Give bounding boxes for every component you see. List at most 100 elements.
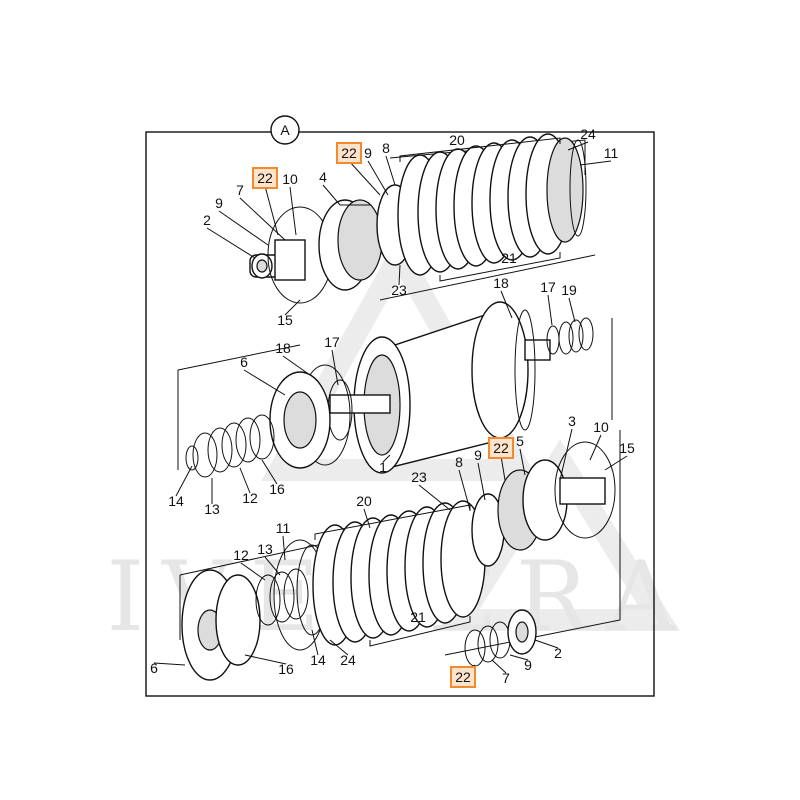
leader-line: [534, 639, 559, 649]
callout-label: 14: [310, 652, 326, 668]
leader-line: [243, 369, 286, 396]
leader-line: [589, 434, 602, 461]
callout-label-highlighted: 22: [455, 669, 471, 685]
callout-label: 7: [502, 670, 510, 686]
leader-line: [491, 659, 507, 674]
callout-label: 21: [501, 250, 517, 266]
leader-line: [240, 562, 266, 581]
callout-label: 8: [382, 140, 390, 156]
callout-highlight-box: [336, 142, 362, 164]
leader-line: [500, 290, 513, 319]
leader-line: [458, 469, 471, 511]
leader-line: [282, 355, 311, 376]
leader-line: [567, 141, 589, 151]
callout-label: 3: [568, 413, 576, 429]
leader-line: [218, 210, 269, 246]
leader-line: [175, 465, 193, 497]
leader-line: [239, 197, 286, 241]
callout-label: 24: [340, 652, 356, 668]
callout-label: 1: [379, 459, 387, 475]
callout-label: 7: [236, 182, 244, 198]
leader-line: [282, 535, 286, 561]
callout-label: 9: [215, 195, 223, 211]
callout-highlight-box: [488, 437, 514, 459]
leader-line: [418, 484, 451, 511]
leader-line: [382, 454, 391, 463]
callout-label: 20: [449, 132, 465, 148]
callout-label: 9: [524, 657, 532, 673]
bottom-assembly: [179, 430, 621, 681]
callout-label: 11: [276, 520, 291, 536]
leader-line: [153, 662, 186, 666]
leader-line: [329, 639, 349, 656]
callout-label-highlighted: 22: [257, 170, 273, 186]
callout-label: 2: [554, 645, 562, 661]
leader-line: [261, 459, 278, 485]
top-assembly: [249, 133, 596, 304]
callout-label-highlighted: 22: [493, 440, 509, 456]
callout-label: 15: [277, 312, 293, 328]
leader-line: [322, 184, 341, 206]
callout-label: 21: [410, 609, 426, 625]
section-marker-label: A: [280, 122, 290, 138]
leader-line: [206, 227, 256, 259]
leader-line: [519, 448, 526, 476]
leader-line: [264, 556, 281, 576]
callout-label: 23: [391, 282, 407, 298]
callout-label: 10: [593, 419, 609, 435]
callout-label: 11: [604, 145, 619, 161]
callout-label: 10: [282, 171, 298, 187]
callout-label: 20: [356, 493, 372, 509]
leader-line: [547, 294, 553, 326]
callout-label-highlighted: 22: [341, 145, 357, 161]
leader-line: [398, 264, 401, 286]
leader-line: [239, 467, 251, 494]
callout-label: 14: [168, 493, 184, 509]
callout-label: 13: [204, 501, 220, 517]
callout-label: 2: [203, 212, 211, 228]
callout-label: 5: [516, 433, 524, 449]
callout-label: 18: [275, 340, 291, 356]
leader-line: [289, 186, 297, 236]
callout-label: 18: [493, 275, 509, 291]
callout-label: 6: [240, 354, 248, 370]
callout-label: 17: [324, 334, 340, 350]
leader-line: [367, 160, 389, 196]
leader-line: [331, 349, 339, 386]
callout-label: 9: [474, 447, 482, 463]
callout-label: 23: [411, 469, 427, 485]
callout-label: 12: [242, 490, 258, 506]
callout-label: 13: [257, 541, 273, 557]
middle-assembly: [177, 301, 613, 478]
leader-line: [284, 299, 301, 316]
leader-line: [604, 455, 628, 471]
leader-line: [264, 185, 279, 236]
leader-line: [509, 654, 529, 661]
callout-label: 4: [319, 169, 327, 185]
callout-label: 6: [150, 660, 158, 676]
diagram-frame: [145, 131, 655, 697]
callout-label: 17: [540, 279, 556, 295]
callout-label: 24: [580, 126, 596, 142]
leader-line: [568, 297, 576, 323]
leader-line: [477, 462, 486, 501]
leader-line: [500, 455, 506, 481]
callout-highlight-box: [252, 167, 278, 189]
top-disc-pack: [397, 133, 584, 276]
callout-label: 12: [233, 547, 249, 563]
callout-label: 8: [455, 454, 463, 470]
callout-label: 15: [619, 440, 635, 456]
leader-line: [385, 155, 396, 186]
leader-line: [579, 160, 612, 166]
leader-line: [348, 160, 381, 196]
leader-line: [311, 629, 319, 656]
leader-line: [559, 428, 573, 481]
callout-label: 19: [561, 282, 577, 298]
callout-label: 9: [364, 145, 372, 161]
section-marker: A: [270, 115, 300, 145]
leader-line: [244, 654, 287, 665]
leader-line: [363, 508, 371, 529]
callout-highlight-box: [450, 666, 476, 688]
